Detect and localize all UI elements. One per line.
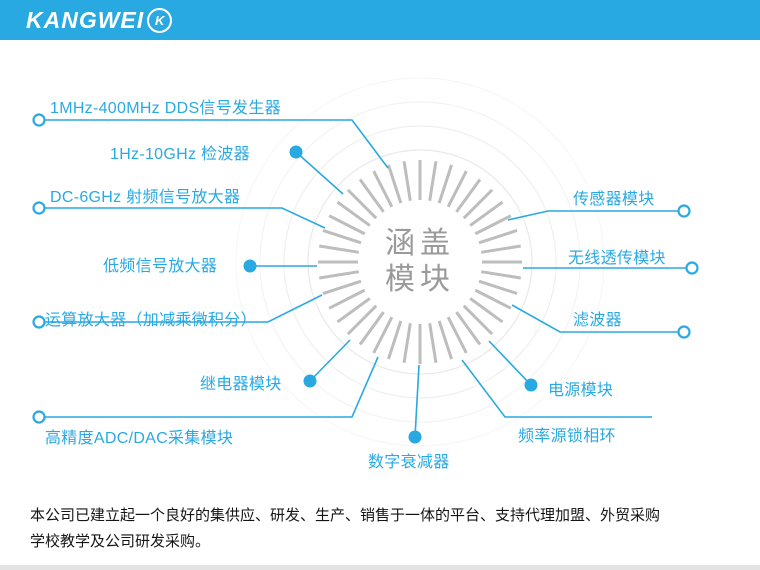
- tick-mark: [469, 297, 504, 324]
- module-label-adc-dac: 高精度ADC/DAC采集模块: [45, 430, 234, 447]
- tick-mark: [481, 270, 521, 280]
- connector-line: [488, 340, 532, 386]
- endpoint-dot-hollow: [32, 113, 46, 127]
- tick-mark: [328, 214, 366, 236]
- module-label-pll: 频率源锁相环: [518, 428, 616, 445]
- tick-mark: [387, 320, 403, 360]
- company-description: 本公司已建立起一个良好的集供应、研发、生产、销售于一体的平台、支持代理加盟、外贸…: [30, 503, 744, 554]
- tick-mark: [481, 244, 521, 254]
- endpoint-dot-filled: [303, 374, 317, 388]
- app-header: KANGWEI K: [0, 0, 760, 40]
- module-label-power: 电源模块: [548, 382, 614, 399]
- bottom-divider: [0, 565, 760, 570]
- background-ring: [307, 149, 533, 375]
- endpoint-dot-filled: [289, 145, 303, 159]
- module-label-filter: 滤波器: [573, 312, 622, 329]
- tick-mark: [346, 188, 378, 220]
- brand-logo-icon: K: [147, 7, 173, 33]
- center-title-line1: 涵盖: [385, 227, 455, 260]
- tick-mark: [437, 164, 453, 204]
- endpoint-dot-hollow: [32, 201, 46, 215]
- tick-mark: [322, 279, 362, 295]
- tick-mark: [346, 304, 378, 336]
- connector-line: [295, 151, 344, 195]
- endpoint-dot-hollow: [32, 410, 46, 424]
- tick-mark: [478, 279, 518, 295]
- tick-mark: [474, 214, 512, 236]
- company-description-line1: 本公司已建立起一个良好的集供应、研发、生产、销售于一体的平台、支持代理加盟、外贸…: [30, 507, 661, 524]
- tick-mark: [358, 178, 385, 213]
- background-ring: [259, 101, 581, 423]
- tick-mark: [469, 200, 504, 227]
- module-label-op-amp: 运算放大器（加减乘微积分）: [45, 312, 257, 329]
- connector-line: [39, 119, 389, 169]
- connector-line: [39, 356, 379, 418]
- brand-logo-letter: K: [154, 12, 165, 28]
- tick-mark: [462, 188, 494, 220]
- endpoint-dot-hollow: [677, 204, 691, 218]
- tick-mark: [455, 311, 482, 346]
- background-ring: [235, 77, 605, 447]
- tick-mark: [319, 270, 359, 280]
- tick-mark: [358, 311, 385, 346]
- module-label-rf-amp: DC-6GHz 射频信号放大器: [50, 189, 241, 206]
- tick-mark: [322, 229, 362, 245]
- tick-mark: [387, 164, 403, 204]
- company-description-line2: 学校教学及公司研发采购。: [30, 532, 211, 550]
- tick-mark: [336, 297, 371, 324]
- connector-line: [309, 339, 351, 382]
- tick-mark: [428, 323, 438, 363]
- tick-mark: [437, 320, 453, 360]
- connector-line: [39, 294, 323, 323]
- tick-mark: [428, 161, 438, 201]
- tick-mark: [372, 316, 394, 354]
- connector-line: [461, 359, 652, 418]
- module-label-wireless: 无线透传模块: [568, 250, 666, 267]
- center-title: 涵盖 模块: [320, 226, 520, 298]
- endpoint-dot-hollow: [32, 315, 46, 329]
- tick-mark: [455, 178, 482, 213]
- connector-line: [507, 210, 684, 221]
- endpoint-dot-filled: [243, 259, 257, 273]
- tick-mark: [446, 316, 468, 354]
- module-label-sensor: 传感器模块: [573, 191, 655, 208]
- connector-line: [511, 304, 684, 333]
- tick-mark: [446, 170, 468, 208]
- module-label-relay: 继电器模块: [200, 376, 282, 393]
- tick-mark: [328, 288, 366, 310]
- endpoint-dot-filled: [524, 378, 538, 392]
- tick-mark: [372, 170, 394, 208]
- tick-mark: [402, 323, 412, 363]
- background-ring: [283, 125, 557, 399]
- module-label-detector: 1Hz-10GHz 检波器: [110, 146, 250, 163]
- module-label-attenuator: 数字衰减器: [368, 454, 450, 471]
- brand-logo-text: KANGWEI: [26, 6, 145, 33]
- module-label-lf-amp: 低频信号放大器: [103, 258, 218, 275]
- connector-line: [39, 207, 326, 229]
- endpoint-dot-filled: [408, 430, 422, 444]
- tick-mark: [474, 288, 512, 310]
- endpoint-dot-hollow: [685, 261, 699, 275]
- module-label-dds: 1MHz-400MHz DDS信号发生器: [50, 100, 281, 117]
- center-title-line2: 模块: [385, 263, 455, 296]
- tick-mark: [402, 161, 412, 201]
- endpoint-dot-hollow: [677, 325, 691, 339]
- tick-mark: [462, 304, 494, 336]
- tick-mark: [319, 244, 359, 254]
- tick-mark: [478, 229, 518, 245]
- tick-mark: [336, 200, 371, 227]
- connector-line: [414, 364, 420, 438]
